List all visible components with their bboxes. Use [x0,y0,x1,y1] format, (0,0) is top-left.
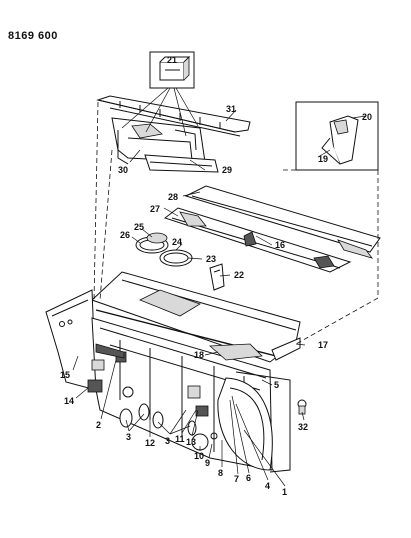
callout-28: 28 [168,192,178,202]
callout-26: 26 [120,230,130,240]
callout-6: 6 [246,473,251,483]
callout-2: 2 [96,420,101,430]
part-24-ring [159,249,193,267]
dash-panel-assembly [45,271,301,473]
part-30-plenum-tray [111,117,206,165]
callout-30: 30 [118,165,128,175]
callout-9: 9 [205,458,210,468]
document-number: 8169 600 [8,30,58,42]
callout-21: 21 [167,55,177,65]
part-31-cowl-top [96,95,251,137]
callout-19: 19 [318,154,328,164]
callout-27: 27 [150,204,160,214]
part-22-bracket [209,263,225,291]
callout-12: 12 [145,438,155,448]
callout-3-left: 3 [126,432,131,442]
callout-32: 32 [298,422,308,432]
part-27-grille-panel [163,207,352,273]
callout-24: 24 [172,237,182,247]
part-28-cowl-seal [184,185,381,259]
callout-4: 4 [265,481,270,491]
callout-14: 14 [64,396,74,406]
callout-8: 8 [218,468,223,478]
callout-25: 25 [134,222,144,232]
part-21-detail [149,51,195,89]
callout-31: 31 [226,104,236,114]
callout-29: 29 [222,165,232,175]
callout-22: 22 [234,270,244,280]
callout-20: 20 [362,112,372,122]
callout-labels: 21 31 20 19 30 29 28 27 16 25 24 26 23 2… [60,55,372,497]
callout-17: 17 [318,340,328,350]
callout-5: 5 [274,380,279,390]
callout-1: 1 [282,487,287,497]
callout-7: 7 [234,474,239,484]
part-25-ring [146,232,168,244]
callout-23: 23 [206,254,216,264]
callout-10: 10 [194,451,204,461]
leader-lines [72,87,379,487]
part-29-bracket [144,154,219,173]
part-20-detail [295,101,379,171]
callout-3-right: 3 [165,436,170,446]
callout-15: 15 [60,370,70,380]
part-32-fastener [297,399,307,415]
callout-16: 16 [275,240,285,250]
callout-18: 18 [194,350,204,360]
callout-11: 11 [175,434,185,444]
callout-13: 13 [186,437,196,447]
